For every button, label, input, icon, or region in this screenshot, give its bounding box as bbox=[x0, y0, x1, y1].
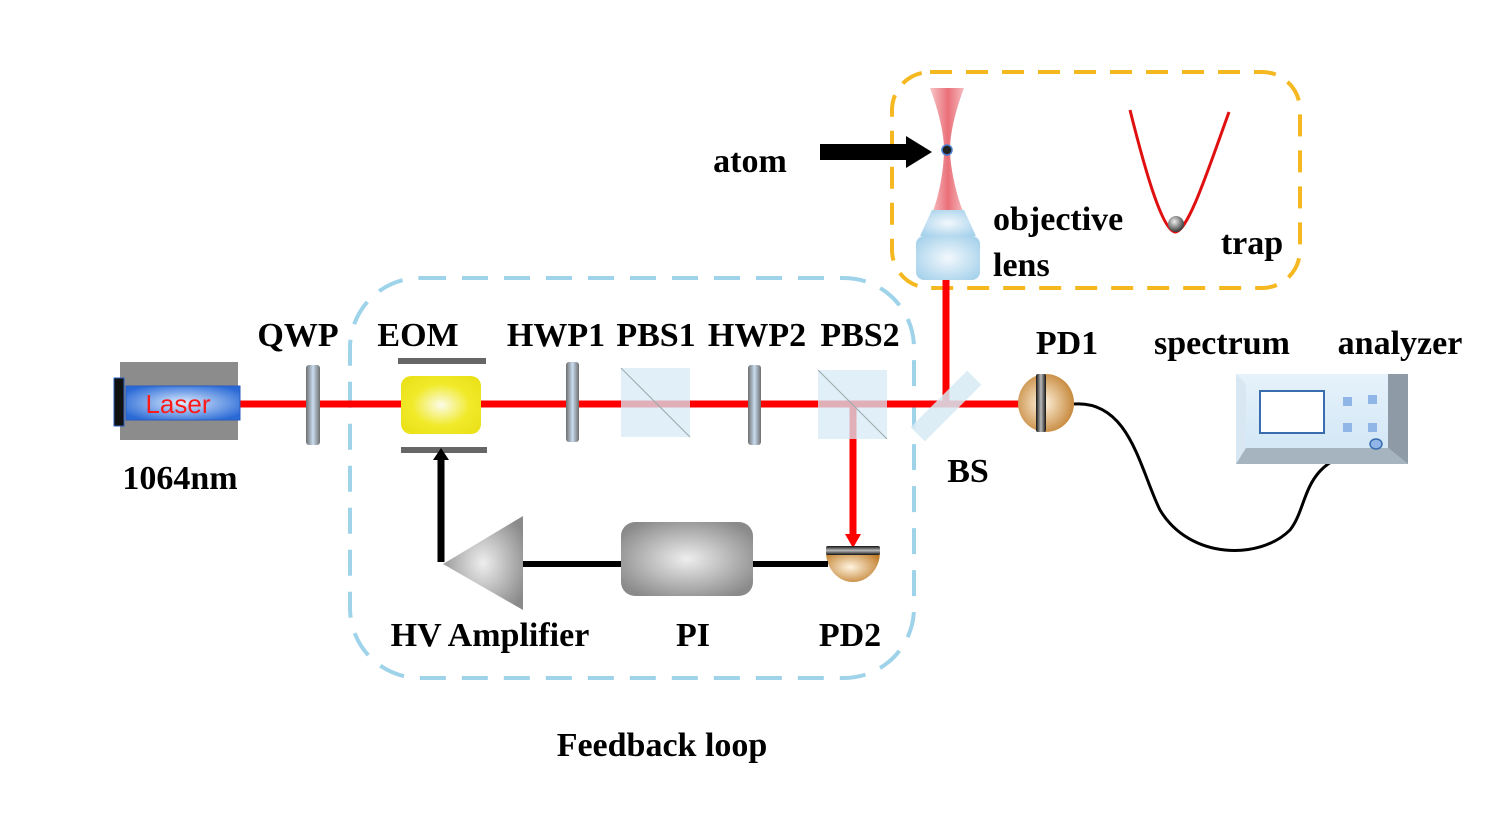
hv-amplifier bbox=[443, 516, 523, 610]
beam-arrowhead-pd2 bbox=[845, 534, 861, 548]
hwp2-waveplate bbox=[748, 365, 761, 445]
analyzer-button bbox=[1368, 423, 1377, 432]
trap-region-boundary bbox=[890, 70, 1302, 290]
trap-label: trap bbox=[1221, 225, 1283, 262]
pi-label: PI bbox=[676, 617, 710, 654]
bs-label: BS bbox=[947, 453, 989, 490]
pi-controller bbox=[621, 522, 753, 596]
wavelength-label: 1064nm bbox=[122, 460, 237, 497]
analyzer-button bbox=[1368, 395, 1377, 404]
qwp-waveplate bbox=[306, 365, 320, 445]
lens-label: lens bbox=[993, 247, 1050, 284]
objective-lens bbox=[916, 210, 980, 280]
pbs2-label: PBS2 bbox=[820, 317, 899, 354]
pd2-label: PD2 bbox=[819, 617, 881, 654]
qwp-label: QWP bbox=[257, 317, 338, 354]
eom-modulator bbox=[398, 358, 487, 453]
hv-amplifier-label: HV Amplifier bbox=[391, 617, 590, 654]
laser-source: Laser bbox=[113, 362, 241, 440]
analyzer-input-port bbox=[1369, 438, 1383, 450]
pbs1-cube bbox=[620, 367, 691, 438]
analyzer-button bbox=[1343, 397, 1352, 406]
analyzer-button bbox=[1343, 423, 1352, 432]
objective-label: objective bbox=[993, 201, 1123, 238]
analyzer-screen bbox=[1259, 390, 1325, 434]
amplifier-eom-arrowhead bbox=[433, 448, 449, 460]
beam-splitter bbox=[910, 370, 982, 442]
hwp2-label: HWP2 bbox=[708, 317, 806, 354]
pd1-analyzer-cable bbox=[1073, 402, 1367, 552]
pbs2-cube bbox=[817, 369, 888, 440]
laser-label: Laser bbox=[145, 389, 210, 419]
trapped-atom-ball bbox=[1168, 216, 1184, 232]
spectrum-label: spectrum bbox=[1154, 325, 1290, 362]
pbs1-label: PBS1 bbox=[616, 317, 695, 354]
pd1-label: PD1 bbox=[1036, 325, 1098, 362]
pd2-photodiode bbox=[826, 546, 880, 582]
trap-potential-curve bbox=[1128, 109, 1231, 234]
feedback-loop-boundary bbox=[348, 276, 916, 680]
atom-label: atom bbox=[713, 143, 787, 180]
atom-arrow-icon bbox=[820, 136, 932, 168]
pd1-photodiode bbox=[1018, 374, 1074, 432]
analyzer-label: analyzer bbox=[1338, 325, 1463, 362]
hwp1-label: HWP1 bbox=[507, 317, 605, 354]
atom-dot bbox=[941, 144, 953, 156]
eom-label: EOM bbox=[377, 317, 458, 354]
spectrum-analyzer bbox=[1236, 374, 1408, 464]
feedback-loop-label: Feedback loop bbox=[557, 727, 768, 764]
hwp1-waveplate bbox=[566, 362, 579, 442]
